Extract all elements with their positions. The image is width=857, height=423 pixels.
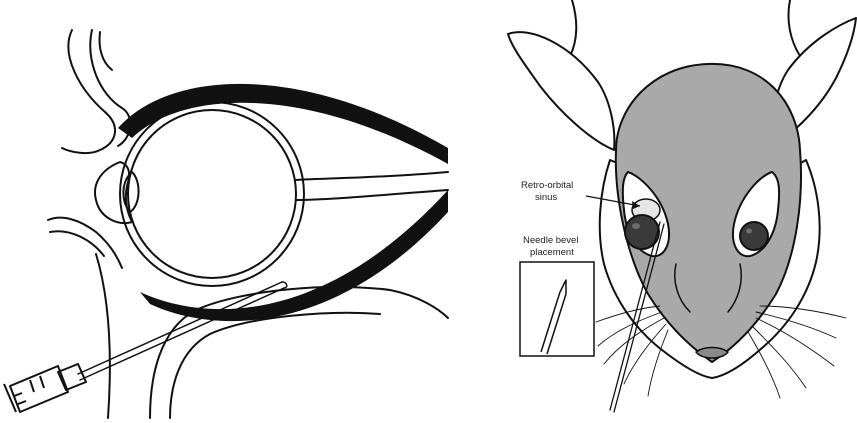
- brow-fold: [100, 32, 113, 70]
- left-ear: [508, 32, 614, 150]
- right-eye-highlight: [746, 229, 752, 234]
- optic-nerve-upper: [296, 172, 448, 180]
- upper-eyelid: [62, 30, 115, 153]
- needle-bevel-label-line2: placement: [530, 247, 574, 258]
- neck-outline-left: [570, 0, 576, 56]
- neck-outline-right: [788, 0, 800, 56]
- cornea: [95, 162, 132, 223]
- syringe-icon: [4, 364, 86, 412]
- nose: [696, 348, 728, 359]
- needle-bevel-label-line1: Needle bevel: [523, 235, 578, 246]
- lower-eyelid-fold: [50, 231, 104, 256]
- retro-orbital-label-line1: Retro-orbital: [521, 180, 573, 191]
- retro-orbital-label-line2: sinus: [535, 192, 557, 203]
- cheek-contour: [96, 254, 110, 418]
- eye-cross-section-panel: [48, 30, 448, 418]
- needle-tip: [282, 282, 287, 288]
- needle-shaft-lower: [80, 288, 284, 380]
- lower-eyelid: [48, 218, 122, 268]
- optic-nerve-lower: [296, 190, 448, 200]
- inset-frame: [520, 262, 594, 356]
- globe-outer: [120, 102, 304, 286]
- needle-bevel-inset: [520, 262, 594, 356]
- syringe-grip: [14, 376, 44, 404]
- left-eye-highlight: [632, 223, 640, 229]
- globe-inner: [128, 110, 296, 278]
- right-eye: [740, 222, 768, 250]
- orbit-wall-upper: [118, 84, 448, 164]
- jaw-inner-contour: [170, 313, 380, 418]
